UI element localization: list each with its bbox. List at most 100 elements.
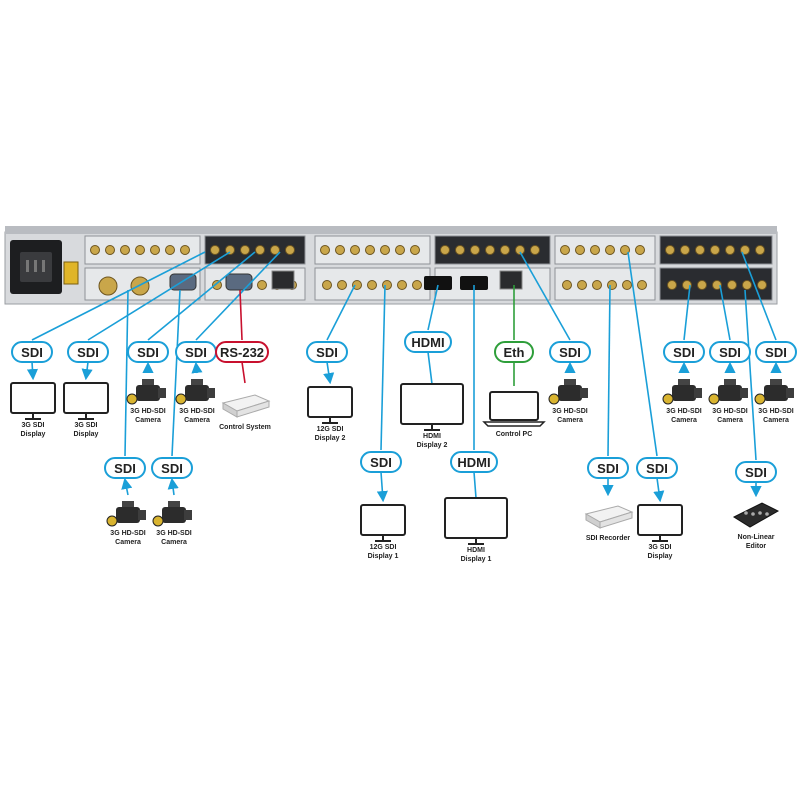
wire-c18 (741, 251, 777, 341)
signal-pill (494, 341, 534, 363)
bnc-connector (710, 245, 720, 255)
camera-light (126, 393, 138, 405)
camera-icon (764, 385, 788, 401)
db9-port (225, 273, 253, 291)
camera-handle (122, 501, 134, 507)
signal-label: SDI (559, 345, 581, 360)
signal-pill (104, 457, 146, 479)
device-label: Camera (184, 417, 210, 424)
bnc-connector (410, 245, 420, 255)
wire-c17 (719, 284, 731, 341)
signal-pill (11, 341, 53, 363)
camera-light (106, 515, 118, 527)
bnc-connector (367, 280, 377, 290)
wire-c15 (627, 251, 658, 457)
bnc-connector (395, 245, 405, 255)
camera-light (152, 515, 164, 527)
signal-pill (587, 457, 629, 479)
wire-c7 (239, 289, 243, 341)
signal-label: RS-232 (220, 345, 264, 360)
arrow-c8 (323, 361, 335, 385)
camera-icon (136, 385, 160, 401)
bnc-connector (350, 245, 360, 255)
signal-label: SDI (673, 345, 695, 360)
camera-icon (185, 385, 209, 401)
bnc-connector (485, 245, 495, 255)
bnc-connector (530, 245, 540, 255)
signal-label: SDI (745, 465, 767, 480)
camera-lens (694, 388, 702, 398)
rack-chassis (4, 226, 778, 305)
bnc-connector-large (98, 276, 118, 296)
bnc-connector (257, 280, 267, 290)
device-label: Camera (115, 539, 141, 546)
bnc-connector (592, 280, 602, 290)
wire-c8 (326, 284, 356, 341)
bnc-connector (337, 280, 347, 290)
signal-pill (127, 341, 169, 363)
camera-light (754, 393, 766, 405)
device-label: Display (21, 431, 46, 438)
bnc-connector (727, 280, 737, 290)
device-box-front (236, 400, 270, 418)
camera-icon (162, 507, 186, 523)
chassis-top-edge (5, 226, 777, 234)
bnc-connector (605, 245, 615, 255)
bnc-connector-large (130, 276, 150, 296)
bnc-connector (665, 245, 675, 255)
bnc-connector (500, 245, 510, 255)
camera-lens (207, 388, 215, 398)
camera-lens (786, 388, 794, 398)
device-label: 12G SDI (370, 544, 397, 551)
arrow-c11 (473, 471, 477, 499)
device-label: Control PC (496, 431, 533, 438)
camera-handle (564, 379, 576, 385)
arrow-c10 (427, 351, 433, 385)
bnc-connector (335, 245, 345, 255)
device-label: Display 2 (315, 435, 346, 442)
bnc-connector (755, 245, 765, 255)
bnc-connector (90, 245, 100, 255)
signal-pill (360, 451, 402, 473)
signal-pill (306, 341, 348, 363)
device-label: Camera (161, 539, 187, 546)
device-label: 3G HD-SDI (130, 408, 165, 415)
signal-pill (755, 341, 797, 363)
bnc-connector (105, 245, 115, 255)
arrow-c6 (167, 477, 179, 496)
bnc-connector (667, 280, 677, 290)
monitor-icon (307, 386, 353, 418)
bnc-connector (322, 280, 332, 290)
camera-light (175, 393, 187, 405)
signal-pill (636, 457, 678, 479)
bnc-connector (575, 245, 585, 255)
bnc-connector (120, 245, 130, 255)
signal-label: SDI (114, 461, 136, 476)
wire-c10 (427, 284, 439, 331)
monitor-icon (63, 382, 109, 414)
bnc-connector (382, 280, 392, 290)
bnc-connector (180, 245, 190, 255)
bnc-connector (135, 245, 145, 255)
camera-lens (158, 388, 166, 398)
laptop-base (482, 421, 546, 427)
editor-icon (732, 502, 780, 528)
bnc-connector (212, 280, 222, 290)
bnc-connector (320, 245, 330, 255)
signal-pill (450, 451, 498, 473)
editor-knob (751, 512, 755, 516)
device-label: HDMI (467, 547, 485, 554)
hdmi-port (460, 276, 488, 290)
wire-c2 (87, 251, 231, 341)
signal-label: SDI (370, 455, 392, 470)
arrow-c9 (376, 471, 388, 503)
